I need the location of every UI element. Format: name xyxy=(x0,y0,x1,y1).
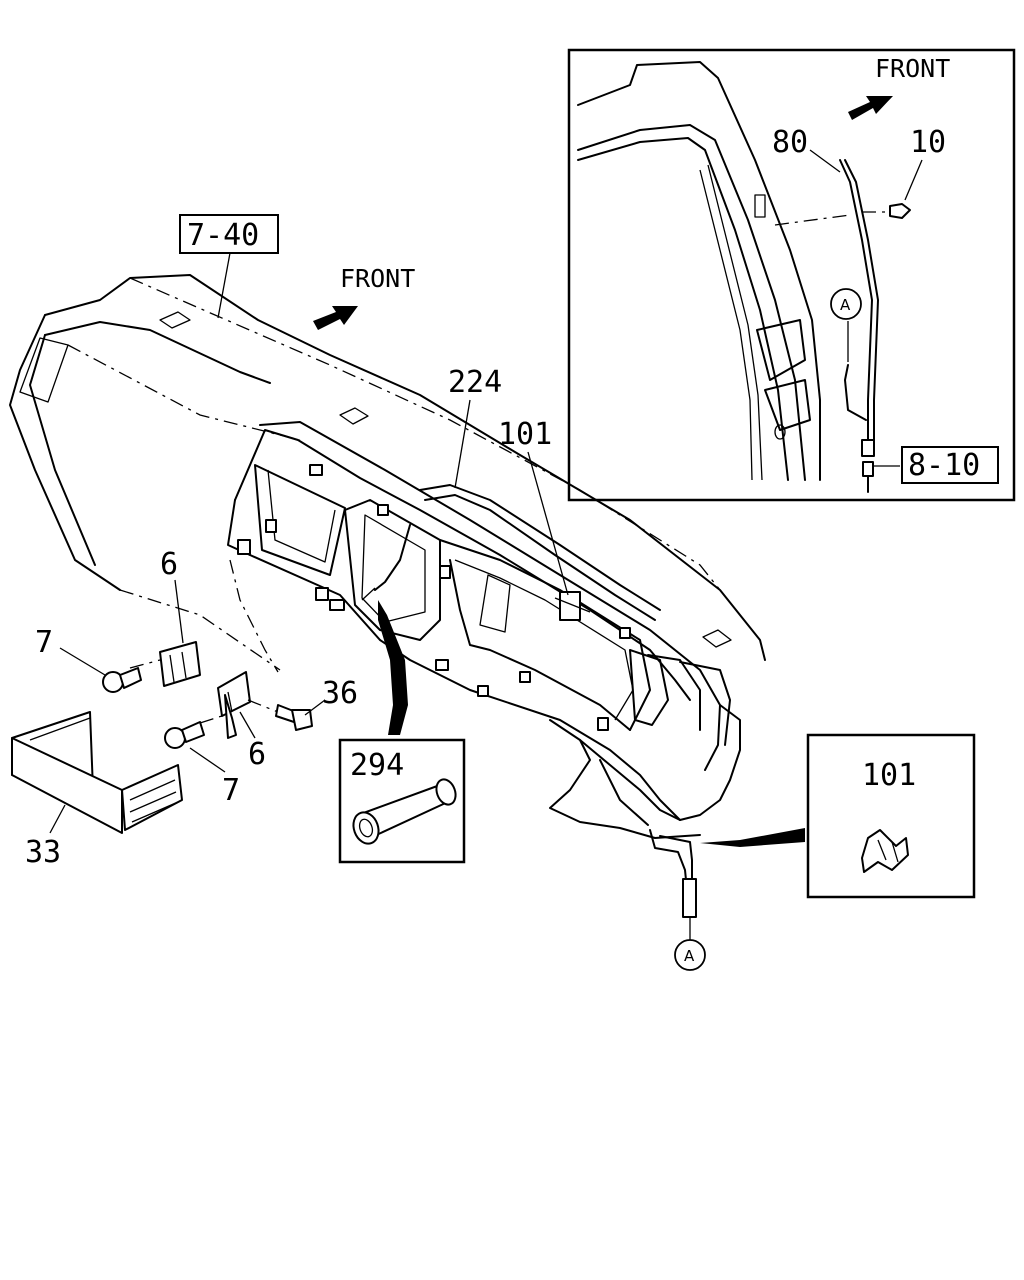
callout-10: 10 xyxy=(910,125,946,160)
callout-8-10: 8-10 xyxy=(908,448,980,483)
callout-7-40: 7-40 xyxy=(187,218,259,253)
callout-294: 294 xyxy=(350,748,404,783)
callout-80: 80 xyxy=(772,125,808,160)
inset-connector-a-label: A xyxy=(840,296,851,314)
callout-6-lower: 6 xyxy=(248,737,266,772)
callout-36: 36 xyxy=(322,676,358,711)
callout-6-upper: 6 xyxy=(160,547,178,582)
main-connector-a-label: A xyxy=(684,947,695,965)
callout-224: 224 xyxy=(448,365,502,400)
callout-101-detail: 101 xyxy=(862,758,916,793)
callout-7-lower: 7 xyxy=(222,773,240,808)
callout-33: 33 xyxy=(25,835,61,870)
main-front-label: FRONT xyxy=(340,264,415,293)
inset-panel: FRONT 80 10 A 8-10 xyxy=(567,48,1016,502)
instrument-panel-assembly: A FRONT 7-40 224 101 6 7 6 7 xyxy=(9,214,805,971)
detail-box-294: 294 xyxy=(338,738,466,864)
callout-101: 101 xyxy=(498,417,552,452)
detail-box-101: 101 xyxy=(806,733,976,899)
callout-7-upper: 7 xyxy=(35,625,53,660)
inset-front-label: FRONT xyxy=(875,54,950,83)
